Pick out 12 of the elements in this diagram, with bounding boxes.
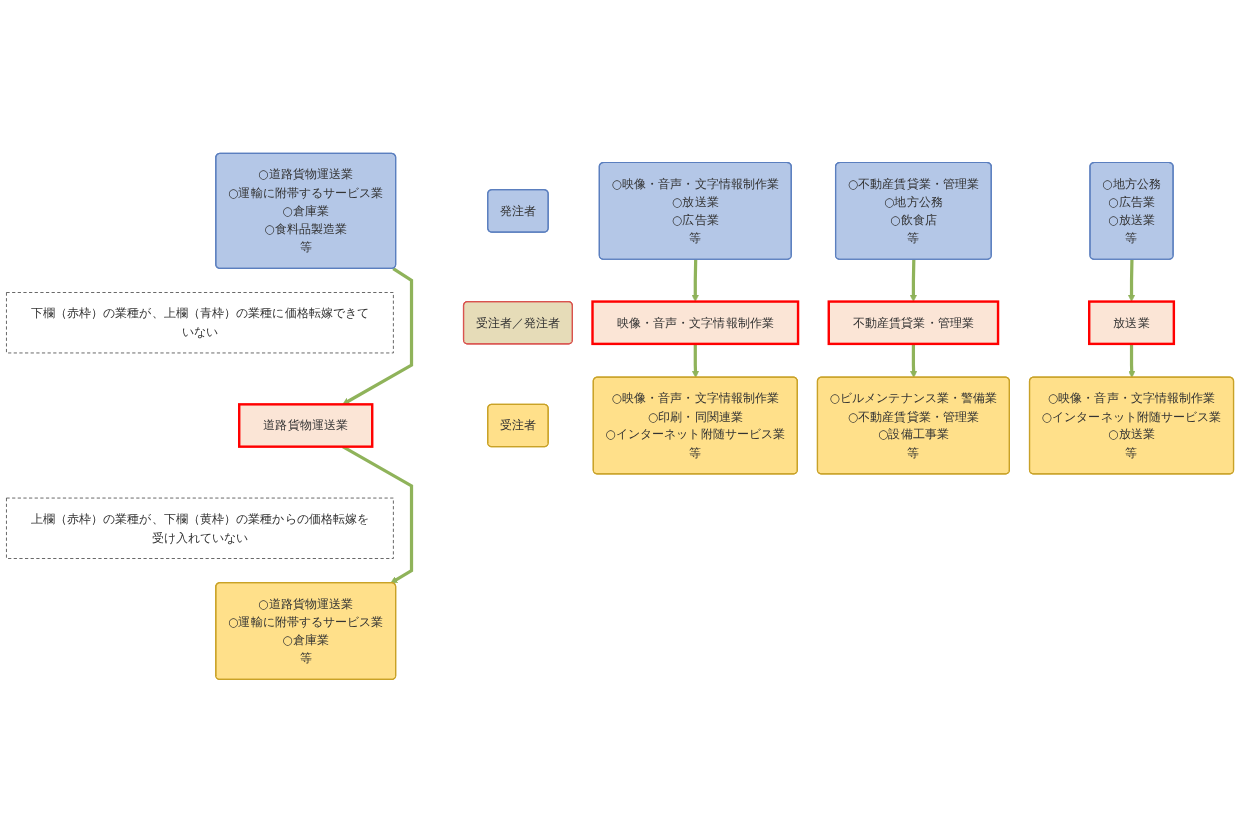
arrow — [691, 259, 699, 302]
node-box: 映像・音声・文字情報制作業 — [591, 299, 800, 345]
arrow — [909, 259, 917, 302]
node-box: 下欄（赤枠）の業種が、上欄（青枠）の業種に価格転嫁できていない — [6, 291, 394, 353]
arrow — [1128, 259, 1136, 302]
node-box: 道路貨物運送業 — [238, 402, 374, 448]
node-box: 放送業 — [1088, 299, 1176, 345]
arrow — [1128, 343, 1136, 378]
node-box: 上欄（赤枠）の業種が、下欄（黄枠）の業種からの価格転嫁を受け入れていない — [6, 497, 394, 559]
arrow — [691, 343, 699, 378]
node-box: 不動産賃貸業・管理業 — [827, 299, 1000, 345]
arrow — [910, 343, 918, 378]
